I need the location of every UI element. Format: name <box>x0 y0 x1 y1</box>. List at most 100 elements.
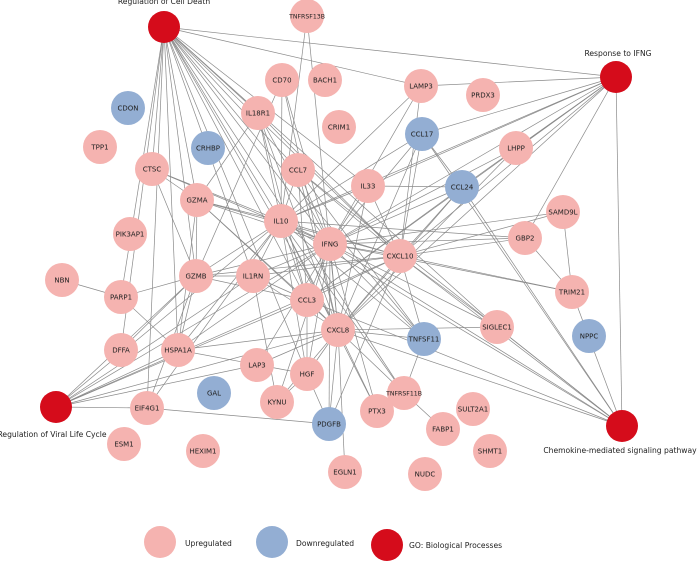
edge-rvlc-cxcl10 <box>55 255 401 408</box>
legend-label: GO: Biological Processes <box>409 541 502 550</box>
node-crim1-label: CRIM1 <box>328 124 350 132</box>
node-ifng-label: IFNG <box>322 241 339 249</box>
edge-ccl24-ccl3 <box>306 186 463 301</box>
node-bach1: BACH1 <box>308 63 342 97</box>
node-bach1-circle <box>308 63 342 97</box>
node-hgf: HGF <box>290 357 324 391</box>
node-nppc-circle <box>572 319 606 353</box>
node-rifng-label: Response to IFNG <box>584 49 651 58</box>
legend-label: Downregulated <box>296 539 354 548</box>
node-cxcl10-label: CXCL10 <box>387 253 414 261</box>
edge-ifng-kynu <box>276 243 331 403</box>
node-tnfsf11-label: TNFSF11 <box>408 336 440 344</box>
edge-rifng-cmsp <box>615 76 623 427</box>
node-cd70: CD70 <box>265 63 299 97</box>
node-cdon-label: CDON <box>117 105 138 113</box>
edge-cmsp-cxcl10 <box>399 255 623 427</box>
node-lamp3-circle <box>404 69 438 103</box>
node-ccl3-circle <box>290 283 324 317</box>
node-ccl17: CCL17 <box>405 117 439 151</box>
node-fabp1-circle <box>426 412 460 446</box>
node-lamp3-label: LAMP3 <box>409 83 433 91</box>
edge-cxcl10-trim21 <box>399 255 573 293</box>
node-ccl24-label: CCL24 <box>451 184 474 192</box>
legend-swatch <box>371 529 403 561</box>
edge-rcd-cxcl8 <box>163 26 339 331</box>
edge-ifng-trim21 <box>329 243 573 293</box>
node-crhbp-circle <box>191 131 225 165</box>
node-gzmb: GZMB <box>179 259 213 293</box>
edge-il10-hspa1a <box>177 220 282 351</box>
edge-cxcl10-il1rn <box>252 255 401 277</box>
edge-ccl7-tnfsf11 <box>297 169 425 340</box>
legend-label: Upregulated <box>185 539 232 548</box>
node-hspa1a-label: HSPA1A <box>164 347 192 355</box>
node-shmt1-circle <box>473 434 507 468</box>
node-lhpp-label: LHPP <box>507 145 525 153</box>
node-shmt1: SHMT1 <box>473 434 507 468</box>
node-samd9l: SAMD9L <box>546 195 580 229</box>
edge-rifng-cxcl10 <box>399 76 617 257</box>
node-kynu: KYNU <box>260 385 294 419</box>
node-il10: IL10 <box>264 204 298 238</box>
node-ifng: IFNG <box>313 227 347 261</box>
legend-item-downregulated: Downregulated <box>256 526 354 558</box>
node-ptx3-circle <box>360 394 394 428</box>
node-ccl3-label: CCL3 <box>298 297 316 305</box>
edge-rifng-cxcl8 <box>337 76 617 331</box>
node-hspa1a: HSPA1A <box>161 333 195 367</box>
edge-ifng-tnfsf11 <box>329 243 425 340</box>
node-cd70-circle <box>265 63 299 97</box>
edge-rvlc-il10 <box>55 220 282 408</box>
edge-rcd-ccl3 <box>163 26 308 301</box>
node-gbp2-label: GBP2 <box>516 235 535 243</box>
legend: Upregulated Downregulated GO: Biological P… <box>144 526 502 561</box>
edge-ifng-gzmb <box>195 243 331 277</box>
node-egln1: EGLN1 <box>328 455 362 489</box>
edge-ifng-gbp2 <box>329 237 526 245</box>
node-cdon-circle <box>111 91 145 125</box>
node-pik3ap1-circle <box>113 217 147 251</box>
edge-il18r1-cxcl8 <box>257 112 339 331</box>
node-tnfrsf13b-label: TNFRSF13B <box>288 14 325 21</box>
node-crhbp-label: CRHBP <box>196 145 220 153</box>
legend-swatch <box>144 526 176 558</box>
node-eif4g1: EIF4G1 <box>130 391 164 425</box>
edge-dffa-gzmb <box>120 275 197 351</box>
edge-rcd-hgf <box>163 26 308 375</box>
node-il33: IL33 <box>351 169 385 203</box>
node-il18r1-label: IL18R1 <box>246 110 270 118</box>
node-tnfrsf11b-circle <box>387 376 421 410</box>
edge-rifng-lamp3 <box>420 76 617 87</box>
node-hexim1-circle <box>186 434 220 468</box>
node-cmsp: Chemokine-mediated signaling pathway <box>543 410 697 455</box>
edge-rvlc-cxcl8 <box>55 329 339 408</box>
node-ctsc: CTSC <box>135 152 169 186</box>
node-ccl3: CCL3 <box>290 283 324 317</box>
node-ifng-circle <box>313 227 347 261</box>
edge-rifng-ifng <box>329 76 617 245</box>
edge-cxcl10-ccl3 <box>306 255 401 301</box>
node-gzma: GZMA <box>180 183 214 217</box>
node-pdgfb: PDGFB <box>312 407 346 441</box>
node-siglec1-label: SIGLEC1 <box>482 324 512 332</box>
edge-cmsp-ccl24 <box>461 186 623 427</box>
node-trim21-circle <box>555 275 589 309</box>
node-ctsc-label: CTSC <box>143 166 162 174</box>
node-samd9l-circle <box>546 195 580 229</box>
edge-rcd-lamp3 <box>163 26 422 87</box>
node-gzmb-label: GZMB <box>185 273 206 281</box>
node-prdx3-label: PRDX3 <box>471 92 495 100</box>
edge-ifng-hspa1a <box>177 243 331 351</box>
node-nbn-label: NBN <box>54 277 69 285</box>
node-ccl17-label: CCL17 <box>411 131 434 139</box>
node-il1rn-label: IL1RN <box>243 273 264 281</box>
edge-cxcl8-hspa1a <box>177 329 339 351</box>
node-cxcl8-label: CXCL8 <box>327 327 349 335</box>
node-gal: GAL <box>197 376 231 410</box>
node-ccl24: CCL24 <box>445 170 479 204</box>
edge-rvlc-ifng <box>55 243 331 408</box>
node-hspa1a-circle <box>161 333 195 367</box>
node-cxcl8-circle <box>321 313 355 347</box>
node-pik3ap1: PIK3AP1 <box>113 217 147 251</box>
